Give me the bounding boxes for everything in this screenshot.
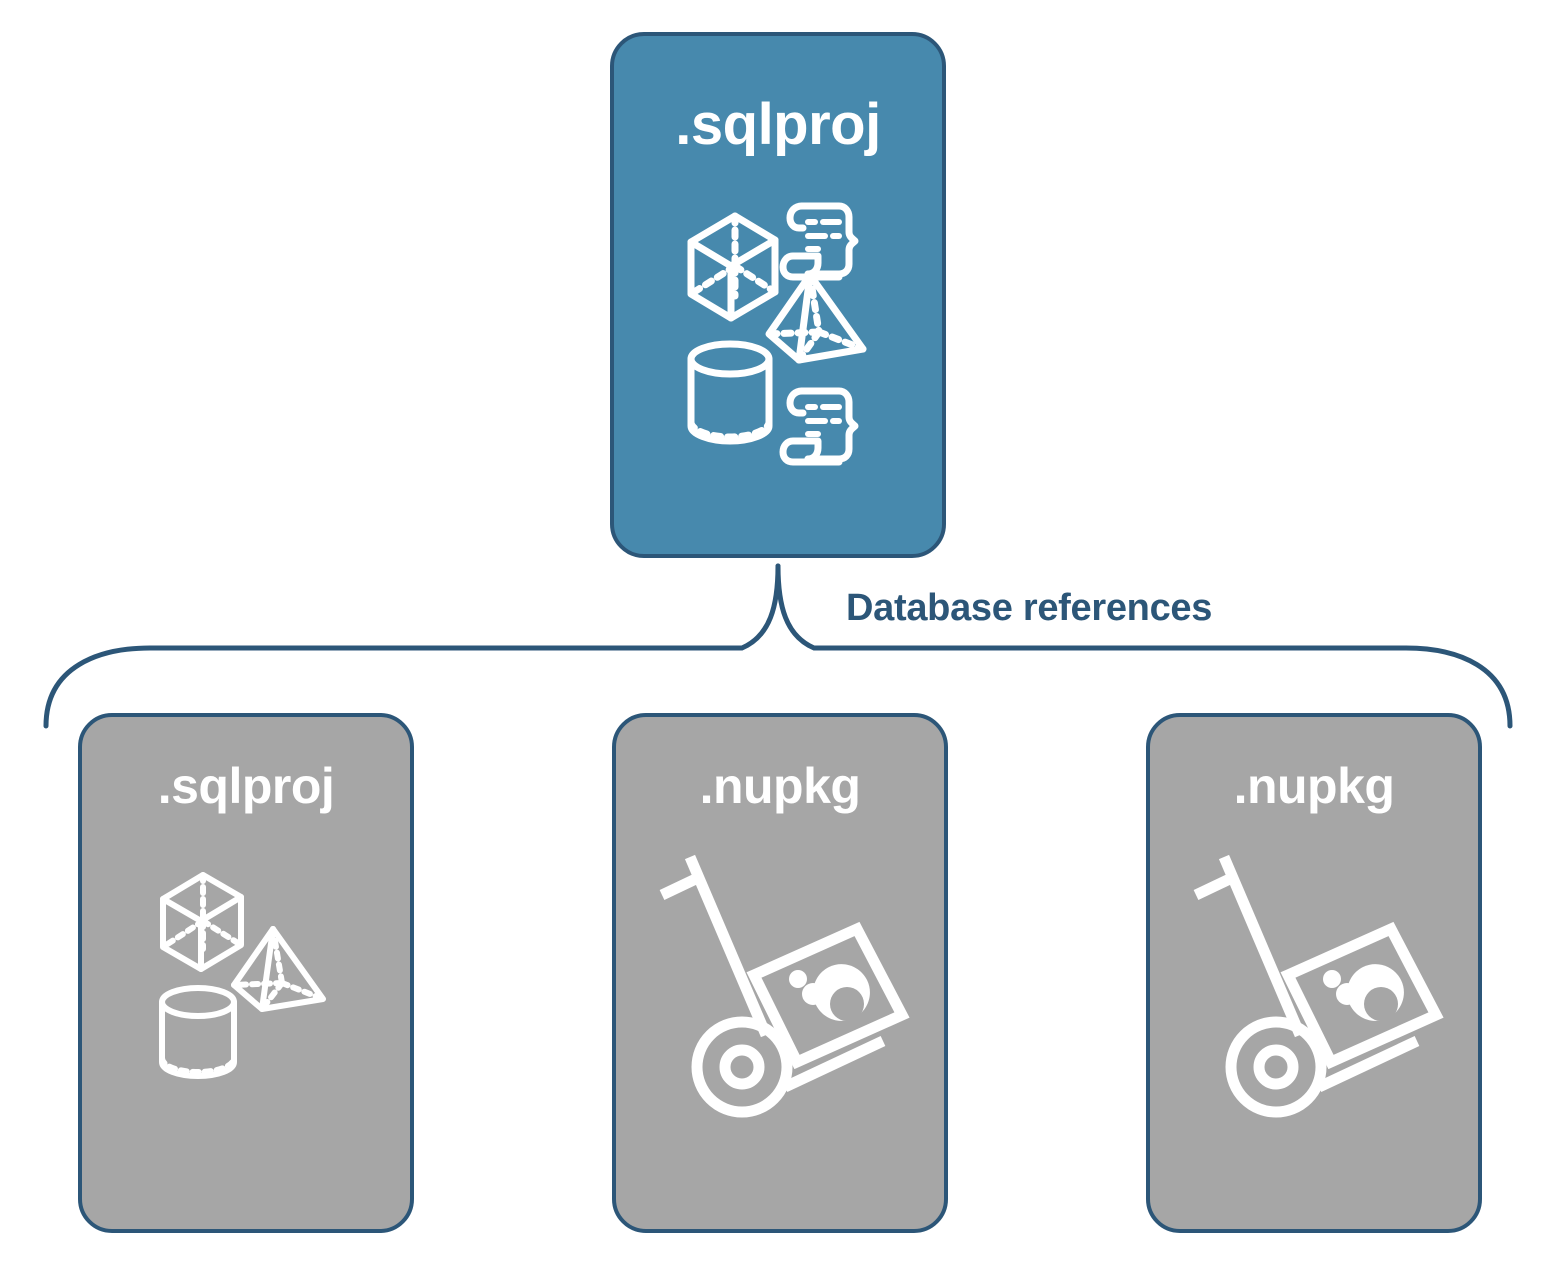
node-title-ref-sqlproj: .sqlproj (157, 758, 335, 814)
node-title-root: .sqlproj (675, 92, 881, 157)
nuget-handtruck-icon (659, 854, 910, 1118)
node-icons-ref-nupkg-1 (616, 847, 944, 1127)
node-icons-root (614, 186, 942, 466)
cylinder-3d-icon (159, 985, 237, 1079)
cube-3d-icon (160, 872, 244, 972)
node-ref-sqlproj[interactable]: .sqlproj (78, 713, 414, 1233)
node-icons-ref-nupkg-2 (1150, 847, 1478, 1127)
script-scroll-icon (779, 202, 859, 281)
node-icons-ref-sqlproj (82, 857, 410, 1097)
node-title-ref-nupkg-2: .nupkg (1233, 758, 1395, 814)
cylinder-3d-icon (687, 340, 773, 445)
node-ref-nupkg-1[interactable]: .nupkg (612, 713, 948, 1233)
node-root-sqlproj[interactable]: .sqlproj (610, 32, 946, 558)
brace-label-database-references: Database references (836, 586, 1223, 634)
script-scroll-icon (779, 387, 859, 466)
pyramid-3d-icon (231, 926, 326, 1012)
node-ref-nupkg-2[interactable]: .nupkg (1146, 713, 1482, 1233)
cube-3d-icon (687, 212, 779, 322)
pyramid-3d-icon (765, 271, 867, 364)
node-title-ref-nupkg-1: .nupkg (699, 758, 861, 814)
nuget-handtruck-icon (1193, 854, 1444, 1118)
